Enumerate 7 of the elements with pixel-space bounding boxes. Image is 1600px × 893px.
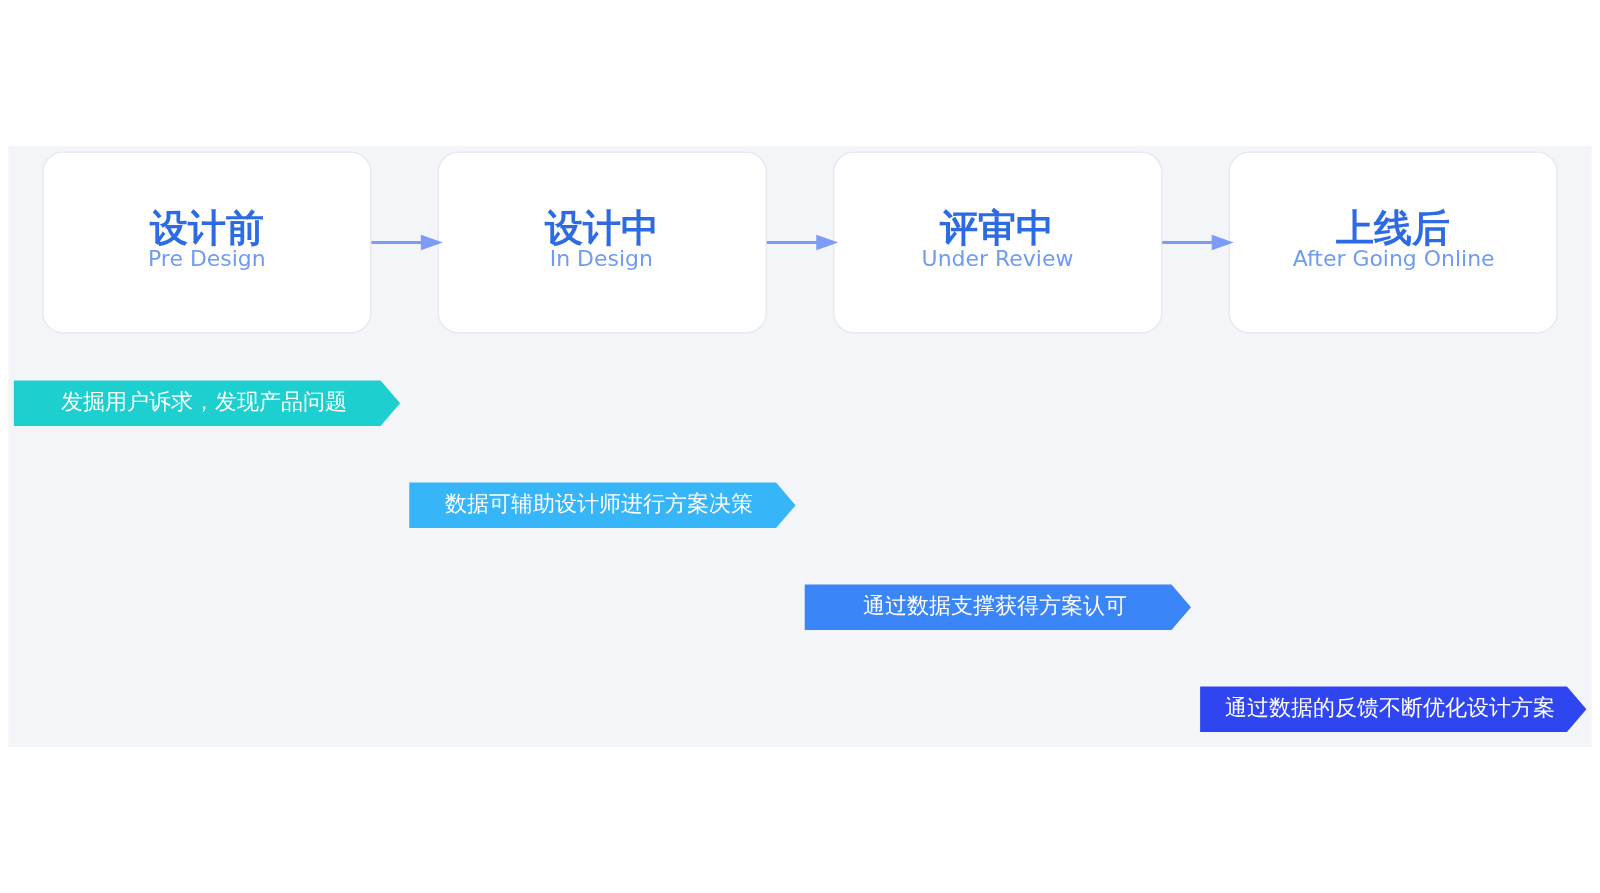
node-box: 设计中 In Design bbox=[437, 151, 768, 334]
node-box: 评审中 Under Review bbox=[832, 151, 1163, 334]
arrow bbox=[371, 234, 443, 251]
node-box: 设计前 Pre Design bbox=[42, 151, 372, 334]
arrow bbox=[766, 234, 839, 251]
node-box: 上线后 After Going Online bbox=[1228, 151, 1558, 334]
arrow bbox=[1162, 234, 1234, 251]
